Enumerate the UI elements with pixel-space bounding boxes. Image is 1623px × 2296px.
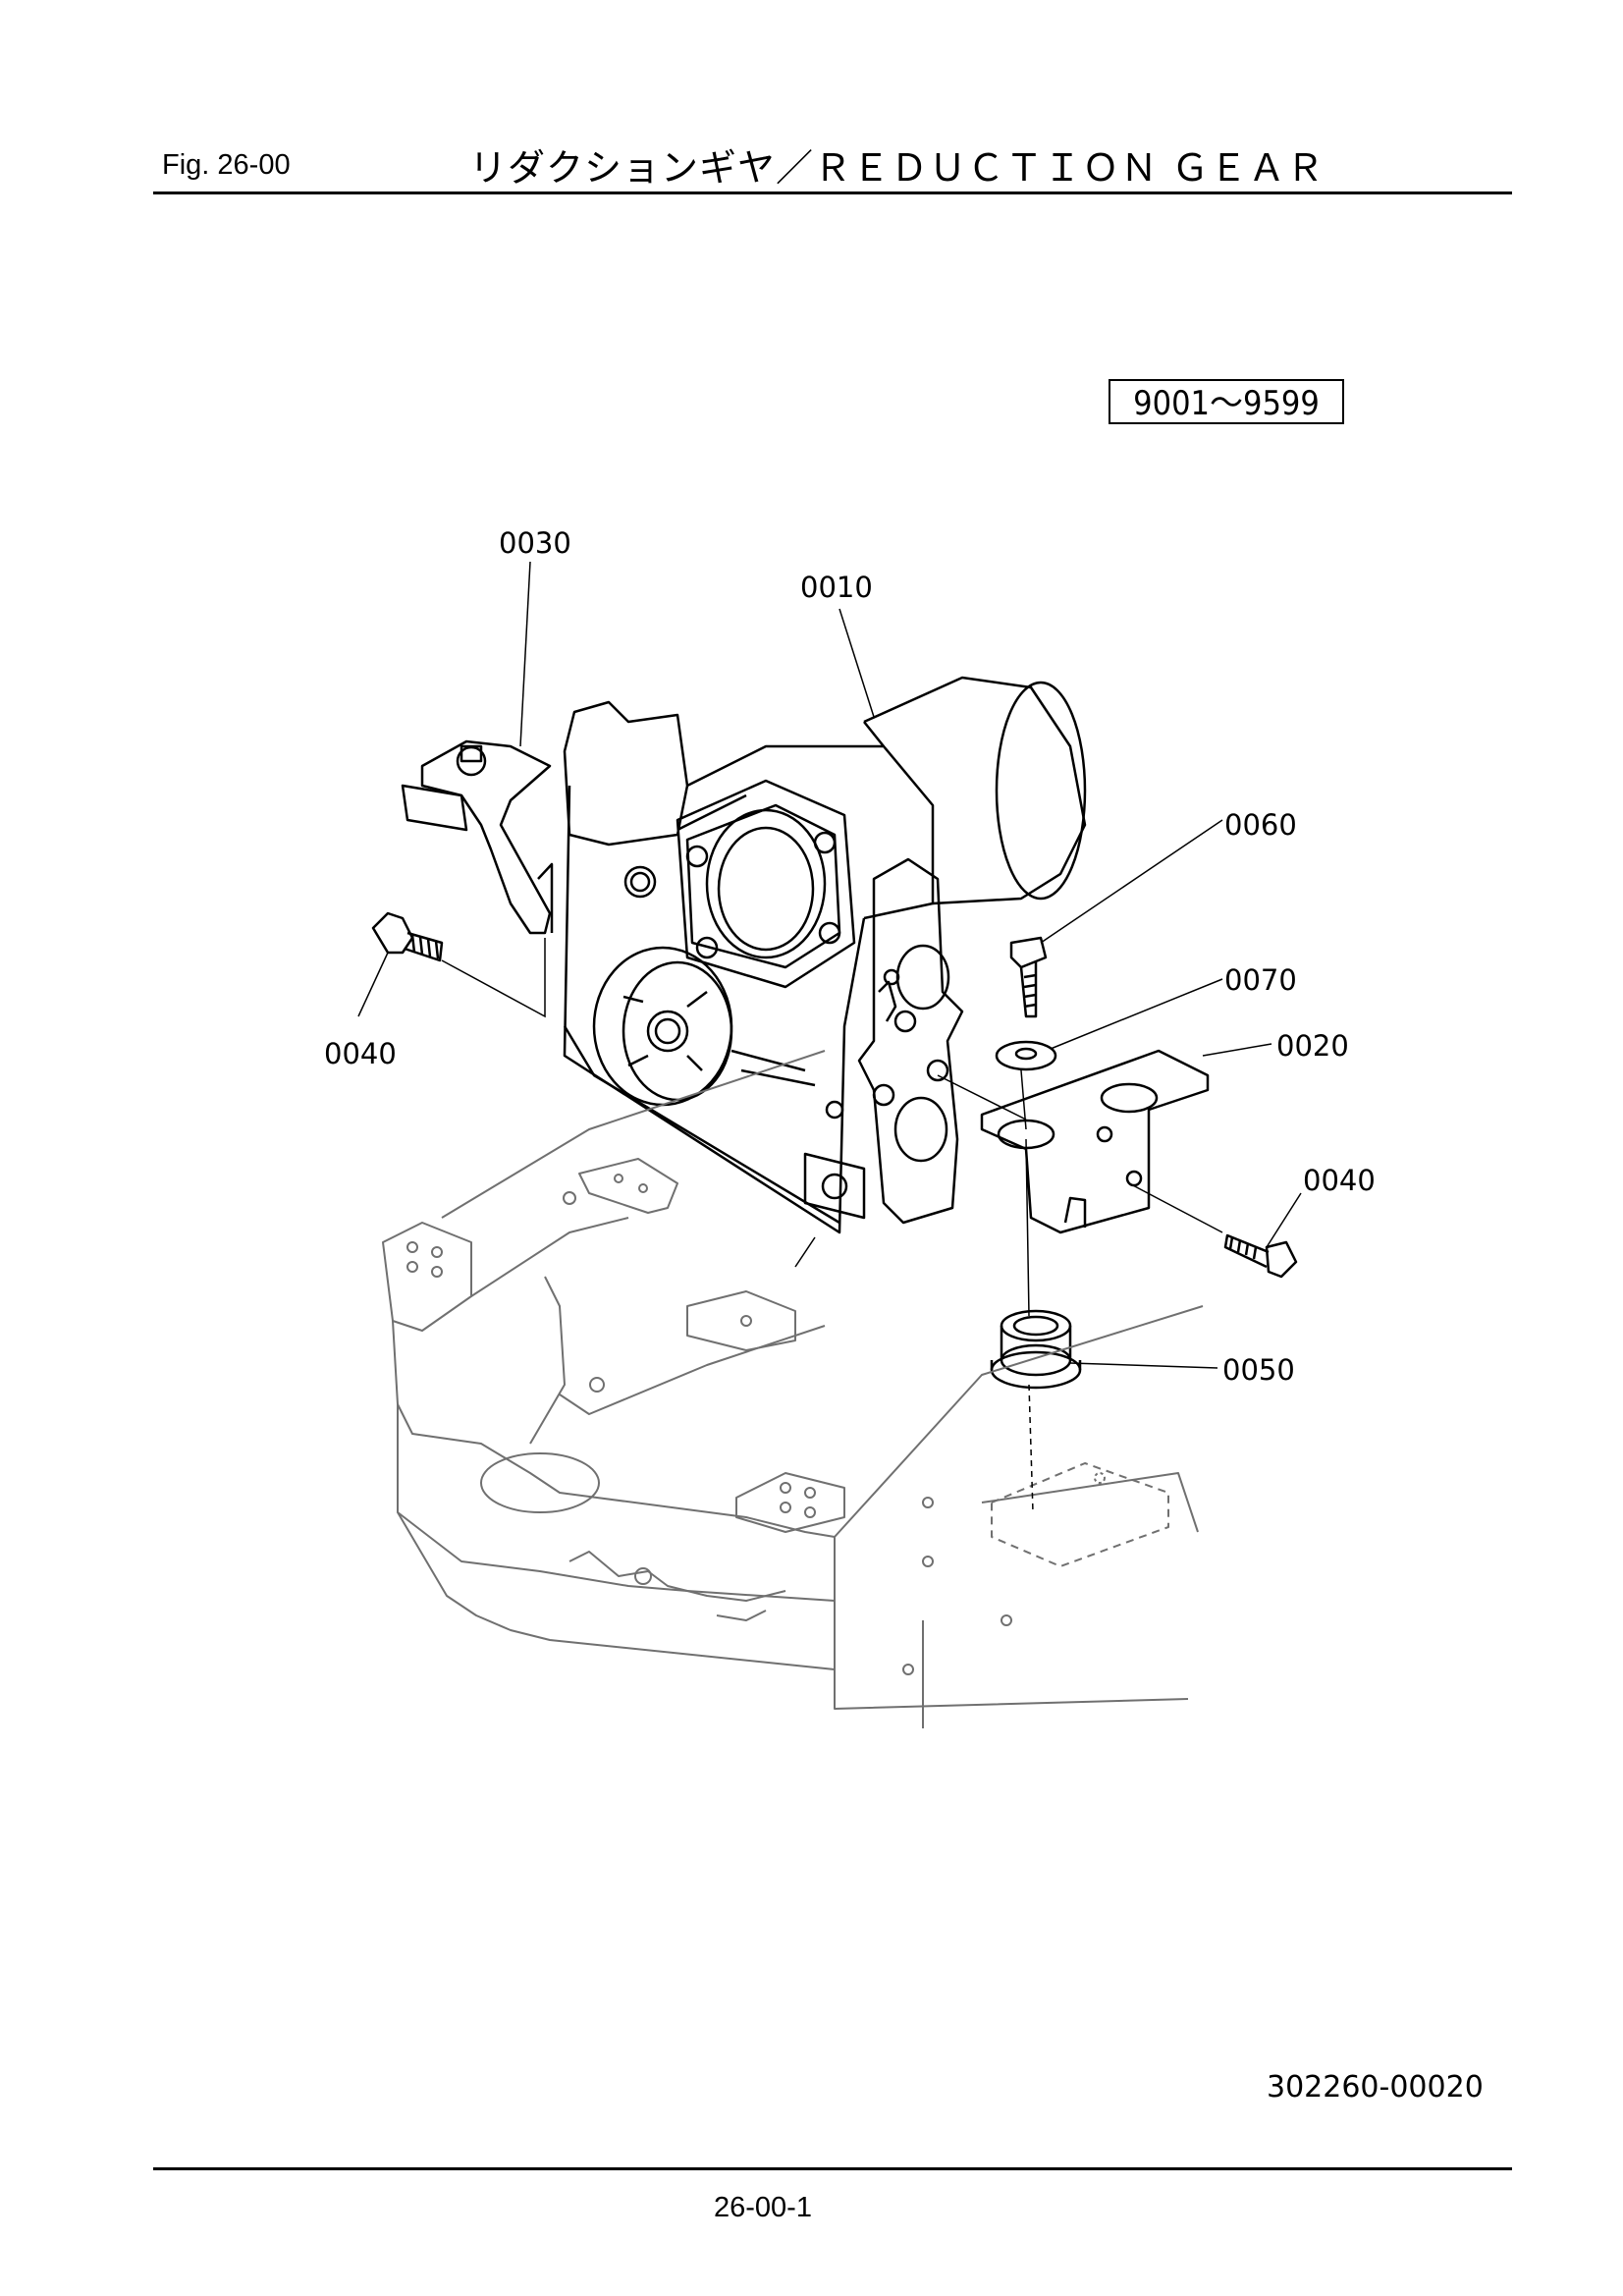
machine-frame — [382, 1050, 1204, 1728]
page-title: リダクションギヤ／ＲＥＤＵＣＴＩＯＮ ＧＥＡＲ — [469, 146, 1325, 190]
header-divider — [153, 191, 1512, 194]
callout-0040-right: 0040 — [1303, 1164, 1376, 1197]
bracket-0020 — [980, 1049, 1210, 1234]
reduction-gear-housing — [563, 676, 1087, 1234]
callout-0070: 0070 — [1224, 963, 1297, 997]
callout-0030: 0030 — [499, 526, 571, 560]
bolt-0040-left — [371, 911, 444, 962]
leader-lines — [357, 561, 1302, 1513]
callout-0050: 0050 — [1222, 1353, 1295, 1387]
callout-0010: 0010 — [800, 571, 873, 604]
bracket-0030 — [401, 739, 554, 935]
figure-number: Fig. 26-00 — [162, 149, 291, 181]
callout-0040-left: 0040 — [324, 1037, 397, 1070]
footer-divider — [153, 2167, 1512, 2170]
serial-range-box: 9001～9599 — [1109, 379, 1344, 424]
callout-0020: 0020 — [1276, 1029, 1349, 1063]
washer-0070 — [995, 1040, 1057, 1071]
callout-0060: 0060 — [1224, 808, 1297, 842]
bushing-0050 — [990, 1309, 1082, 1390]
bolt-0040-right — [1223, 1233, 1298, 1279]
drawing-number: 302260-00020 — [1267, 2070, 1484, 2105]
page-number: 26-00-1 — [714, 2192, 812, 2223]
bolt-0060 — [1009, 936, 1048, 1018]
